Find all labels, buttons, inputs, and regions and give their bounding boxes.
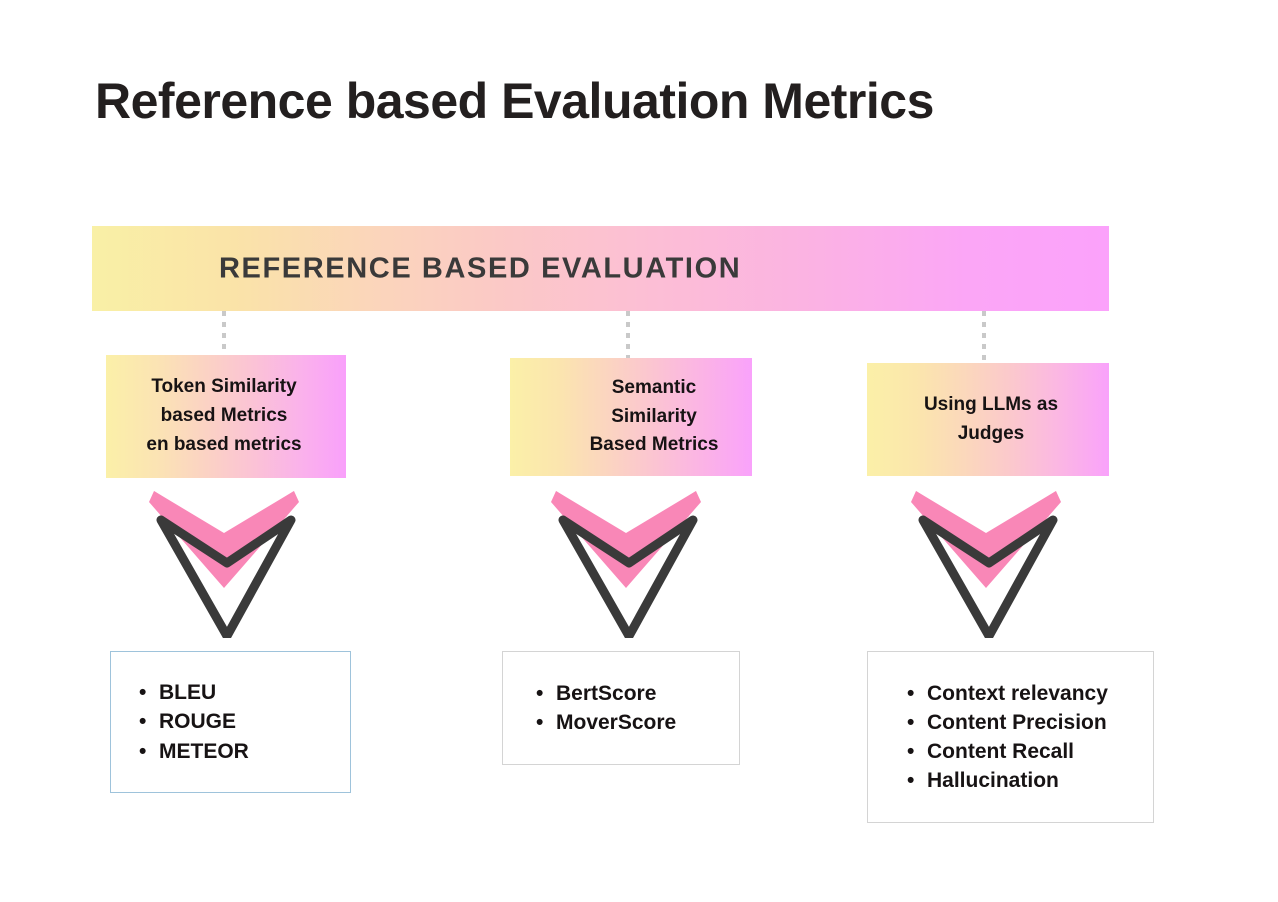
- metrics-list-item: Context relevancy: [907, 679, 1108, 708]
- category-box-token-similarity: Token Similarity based Metrics en based …: [106, 355, 346, 478]
- down-chevron-arrow-icon: [551, 491, 701, 638]
- connector-line-2: [982, 311, 986, 363]
- metrics-list: BLEUROUGEMETEOR: [111, 678, 249, 766]
- metrics-list: BertScoreMoverScore: [503, 679, 676, 738]
- banner-reference-based-evaluation: REFERENCE BASED EVALUATION: [92, 226, 1109, 311]
- metrics-list-box-token-similarity: BLEUROUGEMETEOR: [110, 651, 351, 793]
- connector-line-0: [222, 311, 226, 355]
- metrics-list-item: Content Precision: [907, 708, 1108, 737]
- metrics-list-item: Content Recall: [907, 737, 1108, 766]
- metrics-list-item: Hallucination: [907, 766, 1108, 795]
- banner-title: REFERENCE BASED EVALUATION: [219, 252, 742, 284]
- metrics-list-item: BertScore: [536, 679, 676, 708]
- down-chevron-arrow-icon: [911, 491, 1061, 638]
- metrics-list: Context relevancyContent PrecisionConten…: [868, 679, 1108, 796]
- metrics-list-item: ROUGE: [139, 707, 249, 736]
- metrics-list-item: METEOR: [139, 737, 249, 766]
- metrics-list-item: BLEU: [139, 678, 249, 707]
- metrics-list-box-semantic-similarity: BertScoreMoverScore: [502, 651, 740, 765]
- category-box-label: Using LLMs as Judges: [923, 393, 1059, 444]
- metrics-list-item: MoverScore: [536, 708, 676, 737]
- category-box-label: Semantic Similarity Based Metrics: [589, 376, 719, 456]
- category-box-semantic-similarity: Semantic Similarity Based Metrics: [510, 358, 752, 476]
- category-box-label: Token Similarity based Metrics en based …: [146, 376, 302, 455]
- metrics-list-box-llm-judges: Context relevancyContent PrecisionConten…: [867, 651, 1154, 823]
- connector-line-1: [626, 311, 630, 358]
- category-box-llm-judges: Using LLMs as Judges: [867, 363, 1109, 476]
- page-title: Reference based Evaluation Metrics: [95, 73, 934, 129]
- down-chevron-arrow-icon: [149, 491, 299, 638]
